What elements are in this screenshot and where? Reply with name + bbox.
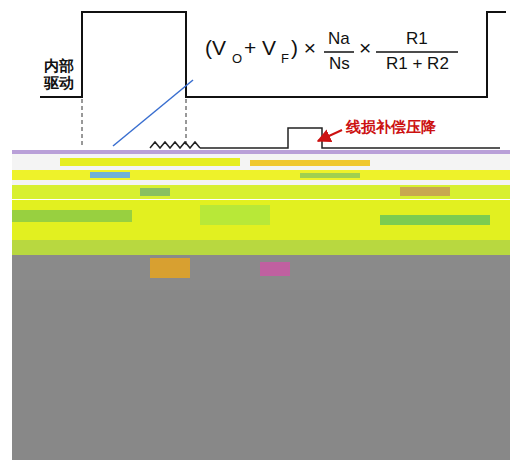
noise-band [380,215,490,225]
grey-block [12,290,510,460]
noise-band [250,160,370,166]
noise-band [140,188,170,196]
noise-band [300,173,360,178]
formula-denominator: R1 + R2 [386,55,449,74]
noise-band [90,172,130,178]
drive-waveform [40,12,506,97]
fraction-bar [324,51,354,53]
noise-band [12,150,510,154]
dashed-marker [186,99,187,148]
formula-term: × [359,36,371,59]
formula-term: + V [244,36,276,59]
callout-arrow [318,130,342,141]
formula-subscript: O [232,52,242,66]
fraction-bar [376,51,458,53]
formula-subscript: F [281,52,289,66]
callout-label: 线损补偿压降 [346,119,436,136]
noise-band [60,158,240,166]
signal-name: 内部 驱动 [44,58,76,91]
noise-band [12,240,510,290]
noise-band [12,200,510,240]
leader-line [113,80,193,146]
formula-term: (V [205,36,226,59]
dashed-marker [82,99,83,148]
ringing-waveform [150,142,200,148]
noise-band [260,262,290,276]
noise-band [400,187,450,196]
formula-term: ) × [291,36,316,59]
formula-denominator: Ns [329,55,350,74]
noise-band [12,210,132,222]
noise-band [200,205,270,225]
noise-band [12,185,510,199]
formula-numerator: R1 [406,30,428,49]
noise-band [150,258,190,278]
noise-band [12,255,510,290]
noise-band [12,170,510,180]
formula-numerator: Na [328,30,350,49]
